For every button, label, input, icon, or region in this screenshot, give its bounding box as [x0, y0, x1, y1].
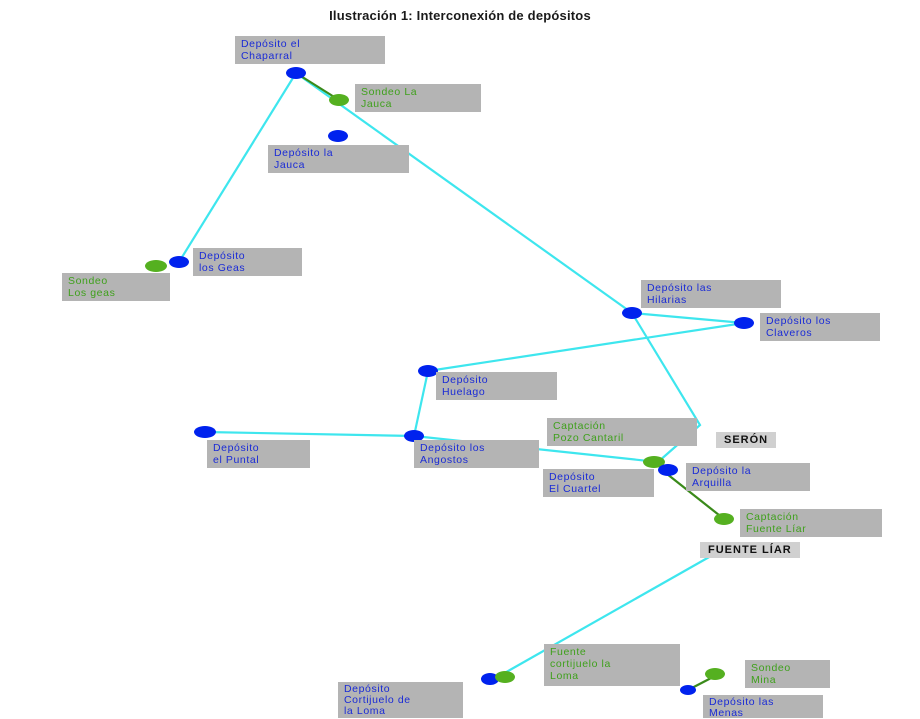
label-deposito-chaparral: Depósito el Chaparral [235, 36, 385, 64]
node-captacion-fuente-liar [714, 513, 734, 525]
pipe-fuente-liar-cortijuelo [493, 551, 719, 680]
pipe-arquilla-fuente-liar [661, 469, 725, 520]
node-deposito-jauca [328, 130, 348, 142]
node-deposito-menas [680, 685, 696, 695]
node-deposito-huelago [418, 365, 438, 377]
town-fuente-liar: FUENTE LÍAR [700, 542, 800, 558]
label-deposito-angostos: Depósito los Angostos [414, 440, 539, 468]
label-deposito-geas: Depósito los Geas [193, 248, 302, 276]
label-deposito-menas: Depósito las Menas [703, 695, 823, 719]
label-deposito-jauca: Depósito la Jauca [268, 145, 409, 173]
label-captacion-fuente-liar: Captación Fuente Líar [740, 509, 882, 537]
node-deposito-cortijuelo [481, 673, 499, 685]
node-deposito-claveros [734, 317, 754, 329]
node-sondeo-jauca [329, 94, 349, 106]
node-sondeo-mina [705, 668, 725, 680]
label-sondeo-mina: Sondeo Mina [745, 660, 830, 688]
pipe-chaparral-geas [178, 72, 297, 263]
label-deposito-cortijuelo: Depósito Cortijuelo de la Loma [338, 682, 463, 718]
label-deposito-hilarias: Depósito las Hilarias [641, 280, 781, 308]
pipe-chaparral-sondeo-jauca [295, 72, 340, 101]
node-deposito-arquilla [658, 464, 678, 476]
pipe-puntal-angostos [204, 430, 415, 438]
pipe-hilarias-claveros [631, 311, 745, 325]
node-sondeo-geas [145, 260, 167, 272]
node-captacion-pozo-cantaril [643, 456, 665, 468]
label-sondeo-geas: Sondeo Los geas [62, 273, 170, 301]
label-deposito-cuartel: Depósito El Cuartel [543, 469, 654, 497]
node-deposito-angostos [404, 430, 424, 442]
node-deposito-hilarias [622, 307, 642, 319]
node-deposito-geas [169, 256, 189, 268]
label-deposito-claveros: Depósito los Claveros [760, 313, 880, 341]
pipe-claveros-huelago [427, 321, 745, 373]
label-deposito-arquilla: Depósito la Arquilla [686, 463, 810, 491]
pipe-huelago-angostos [412, 370, 430, 437]
label-sondeo-jauca: Sondeo La Jauca [355, 84, 481, 112]
town-seron: SERÓN [716, 432, 777, 448]
node-deposito-puntal [194, 426, 216, 438]
node-fuente-cortijuelo [495, 671, 515, 683]
pipe-hilarias-cuartel [631, 312, 702, 463]
label-deposito-puntal: Depósito el Puntal [207, 440, 310, 468]
label-captacion-pozo-cantaril: Captación Pozo Cantaril [547, 418, 697, 446]
label-fuente-cortijuelo: Fuente cortijuelo la Loma [544, 644, 680, 686]
label-deposito-huelago: Depósito Huelago [436, 372, 557, 400]
node-deposito-chaparral [286, 67, 306, 79]
pipe-chaparral-hilarias [295, 72, 633, 314]
figure-title: Ilustración 1: Interconexión de depósito… [329, 8, 591, 23]
